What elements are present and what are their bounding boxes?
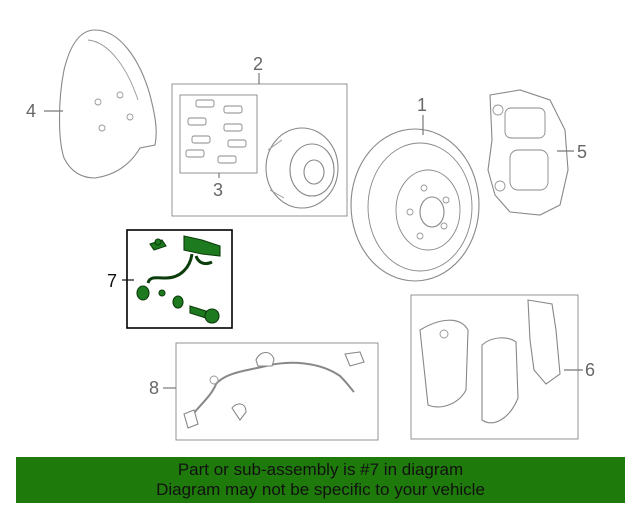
callout-2[interactable]: 2 [253,54,263,74]
bolts-box [179,94,258,174]
callout-1[interactable]: 1 [417,95,427,115]
info-banner: Part or sub-assembly is #7 in diagram Di… [16,457,625,503]
banner-line-1: Part or sub-assembly is #7 in diagram [177,460,464,479]
hub-bearing[interactable] [265,127,339,209]
brake-pads[interactable] [419,299,561,424]
brake-caliper[interactable] [487,89,569,216]
abs-sensor-box [175,342,379,441]
brake-rotor[interactable] [350,128,480,282]
highlight-frame [126,229,233,329]
brake-wear-sensor[interactable] [136,235,221,324]
hub-bolts[interactable] [185,99,247,164]
callout-3[interactable]: 3 [213,180,223,200]
callout-7[interactable]: 7 [107,271,117,291]
abs-wheel-speed-sensor[interactable] [183,351,365,429]
banner-line-2: Diagram may not be specific to your vehi… [156,480,485,499]
brake-pads-box [410,294,579,440]
callout-5[interactable]: 5 [577,142,587,162]
callout-4[interactable]: 4 [26,101,36,121]
callout-8[interactable]: 8 [149,378,159,398]
splash-shield[interactable] [58,29,157,179]
callout-6[interactable]: 6 [585,360,595,380]
